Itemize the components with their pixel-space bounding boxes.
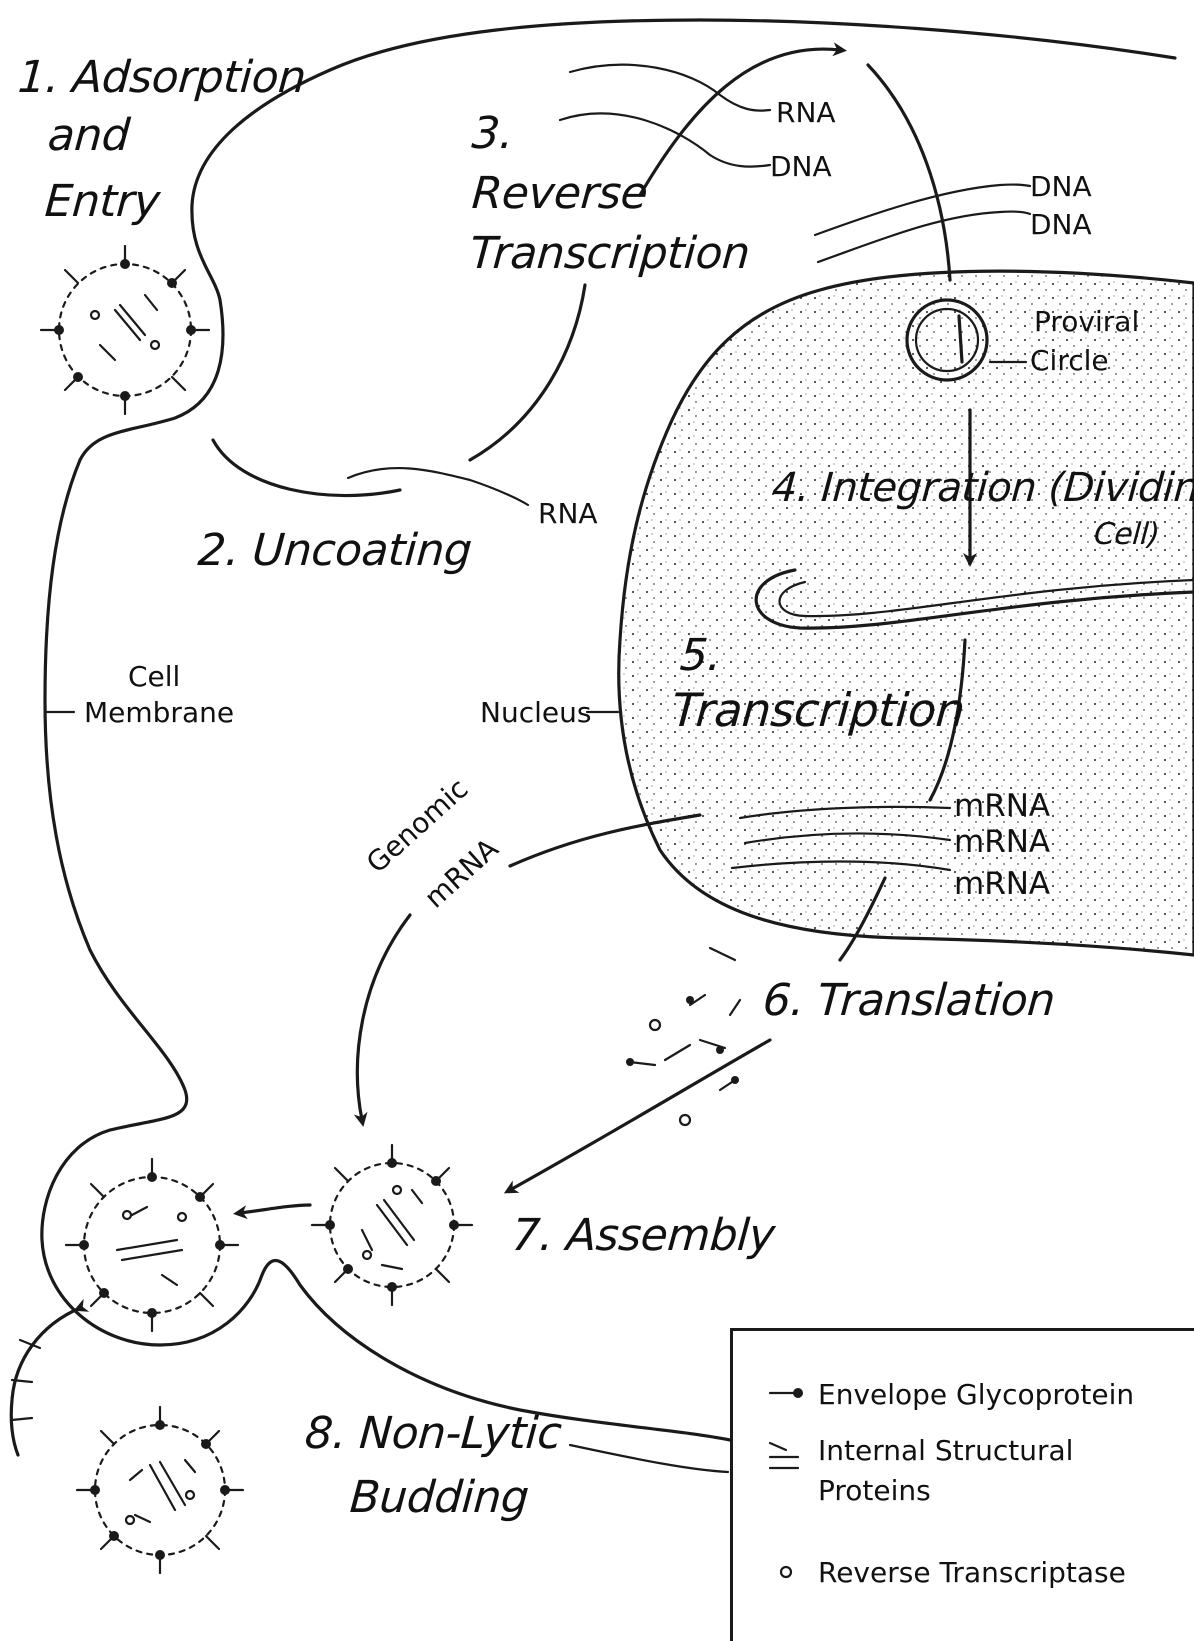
assembly-virion — [312, 1145, 472, 1305]
dna-label-2: DNA — [1030, 208, 1092, 241]
ds-dna-2 — [818, 212, 1030, 262]
step8-leader — [570, 1445, 728, 1472]
proviral-label-line2: Circle — [1030, 344, 1109, 377]
step4-label-line1: 4. Integration (Dividin — [770, 465, 1194, 511]
step1-label-line2: and — [46, 110, 131, 161]
cell-membrane-label-line2: Membrane — [84, 696, 234, 729]
proviral-label-line1: Proviral — [1034, 305, 1139, 338]
uncoating-to-rt-path — [470, 285, 585, 460]
genomic-to-assembly — [357, 915, 410, 1120]
legend-reverse-label: Reverse Transcriptase — [818, 1556, 1126, 1589]
legend-box — [730, 1328, 1194, 1641]
step5-number: 5. — [678, 630, 723, 681]
step5-label: Transcription — [670, 683, 966, 737]
legend-envelope-label: Envelope Glycoprotein — [818, 1378, 1134, 1411]
legend-internal-label-line2: Proteins — [818, 1474, 931, 1507]
step8-label-line2: Budding — [348, 1472, 530, 1523]
budding-virion — [66, 1159, 238, 1331]
step1-label-line3: Entry — [43, 176, 161, 227]
step6-label: 6. Translation — [761, 975, 1056, 1026]
step3-label-line1: Reverse — [470, 168, 649, 219]
rna-label-uncoat: RNA — [538, 497, 598, 530]
entering-virion — [41, 246, 209, 414]
dna-label-1: DNA — [1030, 170, 1092, 203]
step4-label-line2: Cell) — [1093, 517, 1161, 552]
step2-label: 2. Uncoating — [196, 525, 473, 576]
mature-virion — [77, 1407, 243, 1573]
dna-label-top: DNA — [770, 150, 832, 183]
cell-membrane-label-line1: Cell — [128, 660, 180, 693]
uncoating-capsid — [213, 440, 400, 496]
ds-dna-1 — [815, 185, 1030, 235]
assembly-to-bud-arrow — [240, 1205, 310, 1213]
step7-label: 7. Assembly — [510, 1210, 776, 1261]
uncoating-rna — [348, 468, 528, 505]
rna-label-top: RNA — [776, 96, 836, 129]
rt-rna-strand — [570, 65, 770, 111]
rt-dna-strand — [560, 113, 770, 166]
rt-to-nucleus-path — [868, 65, 950, 280]
legend-internal-label-line1: Internal Structural — [818, 1434, 1073, 1467]
mrna-label-1: mRNA — [954, 788, 1050, 824]
step3-label-line2: Transcription — [468, 228, 751, 279]
nucleus-label: Nucleus — [480, 696, 591, 729]
step1-label-line1: 1. Adsorption — [16, 52, 307, 103]
mrna-label-3: mRNA — [954, 866, 1050, 902]
step8-label-line1: 8. Non-Lytic — [303, 1408, 563, 1459]
step3-number: 3. — [470, 108, 515, 159]
mrna-label-2: mRNA — [954, 824, 1050, 860]
